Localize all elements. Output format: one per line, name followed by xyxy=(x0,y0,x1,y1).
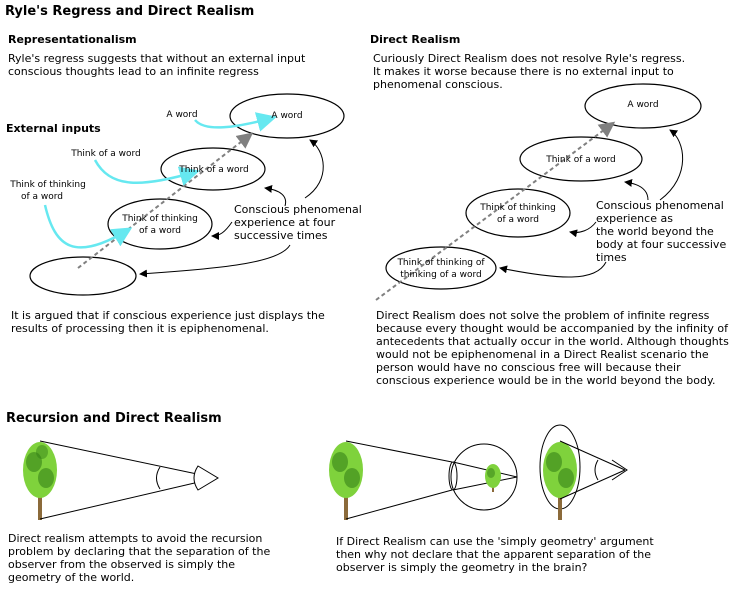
page-title: Ryle's Regress and Direct Realism xyxy=(5,4,255,19)
rep-ellipse-label-think-word: Think of a word xyxy=(179,165,249,175)
recursion-left-line1: Direct realism attempts to avoid the rec… xyxy=(8,532,263,545)
eye-circle xyxy=(450,443,518,511)
dr-annotation-arrow-3 xyxy=(569,221,597,238)
rep-input-arrow-a-word xyxy=(194,112,277,132)
dr-annotation-arrow-1 xyxy=(659,129,684,201)
rep-ellipse-empty xyxy=(29,256,137,296)
recursion-right-line1: If Direct Realism can use the 'simply ge… xyxy=(336,535,654,548)
representationalism-intro-line1: Ryle's regress suggests that without an … xyxy=(8,52,306,65)
recursion-left-line2: problem by declaring that the separation… xyxy=(8,545,271,558)
rep-annotation-line1: Conscious phenomenal xyxy=(234,203,362,216)
rep-ellipse-label-a-word: A word xyxy=(271,111,303,121)
dr-ellipse-label-think-thinking-1: Think of thinking xyxy=(480,203,556,213)
recursion-right-line3: observer is simply the geometry in the b… xyxy=(336,561,588,574)
dr-ellipse-label-think-word: Think of a word xyxy=(546,155,616,165)
rep-ellipse-label-think-thinking-2: of a word xyxy=(138,226,182,236)
dr-conclusion-line1: Direct Realism does not solve the proble… xyxy=(376,309,710,322)
rep-ellipse-think-thinking xyxy=(107,198,213,250)
external-inputs-label: External inputs xyxy=(6,122,101,135)
rep-regress-arrow xyxy=(77,132,254,269)
left-cone-top xyxy=(39,440,217,479)
rep-annotation-arrow-4 xyxy=(139,244,291,278)
dr-annotation-line5: times xyxy=(596,251,627,264)
dr-regress-arrow xyxy=(375,121,616,301)
dr-annotation-line4: body at four successive xyxy=(596,238,727,251)
tree-icon-world xyxy=(329,442,363,520)
rep-conclusion-line2: results of processing then it is epiphen… xyxy=(11,322,269,335)
dr-conclusion-line3: antecedents that actually occur in the w… xyxy=(376,335,729,348)
right-cone1-top xyxy=(345,440,453,463)
tree-icon-retina xyxy=(485,464,501,492)
right-cone3-bottom xyxy=(559,469,626,500)
eye-icon-left xyxy=(193,465,219,491)
representationalism-intro-line2: conscious thoughts lead to an infinite r… xyxy=(8,65,259,78)
rep-input-label-think-word: Think of a word xyxy=(71,149,141,159)
dr-ellipse-label-a-word: A word xyxy=(627,100,659,110)
right-cone1-bottom xyxy=(345,489,453,520)
dr-ellipse-think-think xyxy=(385,246,497,290)
right-cone2-bottom xyxy=(452,476,518,491)
dr-ellipse-label-think-thinking-2: of a word xyxy=(496,215,540,225)
dr-conclusion-line2: because every thought would be accompani… xyxy=(376,322,729,335)
dr-annotation-line3: the world beyond the xyxy=(596,225,714,238)
representationalism-heading: Representationalism xyxy=(8,33,137,46)
direct-realism-intro-line2: It makes it worse because there is no ex… xyxy=(373,65,674,78)
direct-realism-intro-line1: Curiously Direct Realism does not resolv… xyxy=(373,52,686,65)
rep-ellipse-a-word xyxy=(229,93,345,139)
recursion-left-line4: geometry of the world. xyxy=(8,571,135,584)
dr-annotation-line1: Conscious phenomenal xyxy=(596,199,724,212)
right-cone3-top xyxy=(559,440,626,471)
dr-annotation-line2: experience as xyxy=(596,212,673,225)
right-cone-angle-arc xyxy=(594,459,599,481)
tree-icon-brain xyxy=(543,442,577,520)
eye-icon-right xyxy=(611,459,628,481)
dr-ellipse-a-word xyxy=(584,83,702,129)
direct-realism-intro-line3: phenomenal conscious. xyxy=(373,78,503,91)
rep-annotation-arrow-2 xyxy=(264,184,287,207)
rep-ellipse-label-think-thinking-1: Think of thinking xyxy=(122,214,198,224)
rep-input-label-think-thinking-2: of a word xyxy=(20,192,64,202)
recursion-left-line3: observer from the observed is simply the xyxy=(8,558,236,571)
rep-annotation-line3: successive times xyxy=(234,229,328,242)
dr-ellipse-think-thinking xyxy=(465,188,571,238)
rep-conclusion-line1: It is argued that if conscious experienc… xyxy=(11,309,325,322)
rep-annotation-arrow-3 xyxy=(211,221,233,240)
dr-ellipse-label-think-think-2: thinking of a word xyxy=(400,270,482,280)
dr-annotation-arrow-4 xyxy=(499,261,607,278)
left-cone-bottom xyxy=(39,477,217,520)
rep-input-arrow-think-word xyxy=(93,159,200,186)
dr-ellipse-think-word xyxy=(519,136,643,182)
dr-ellipse-label-think-think-1: Think of thinking of xyxy=(397,258,485,268)
dr-annotation-arrow-2 xyxy=(624,178,649,201)
left-cone-angle-arc xyxy=(156,466,161,490)
dr-conclusion-line6: conscious experience would be in the wor… xyxy=(376,374,716,387)
rep-ellipse-think-word xyxy=(160,147,266,191)
recursion-right-line2: then why not declare that the apparent s… xyxy=(336,548,652,561)
right-cone2-top xyxy=(452,461,518,478)
dr-conclusion-line5: person would have no conscious free will… xyxy=(376,361,681,374)
rep-input-arrow-think-thinking xyxy=(43,204,133,249)
tree-icon-left xyxy=(23,442,57,520)
rep-input-label-think-thinking-1: Think of thinking xyxy=(10,180,86,190)
rep-annotation-arrow-1 xyxy=(304,139,324,199)
rep-annotation-line2: experience at four xyxy=(234,216,336,229)
rep-input-label-a-word: A word xyxy=(166,110,198,120)
recursion-heading: Recursion and Direct Realism xyxy=(6,411,222,426)
direct-realism-heading: Direct Realism xyxy=(370,33,461,46)
dr-conclusion-line4: would not be epiphenomenal in a Direct R… xyxy=(376,348,709,361)
